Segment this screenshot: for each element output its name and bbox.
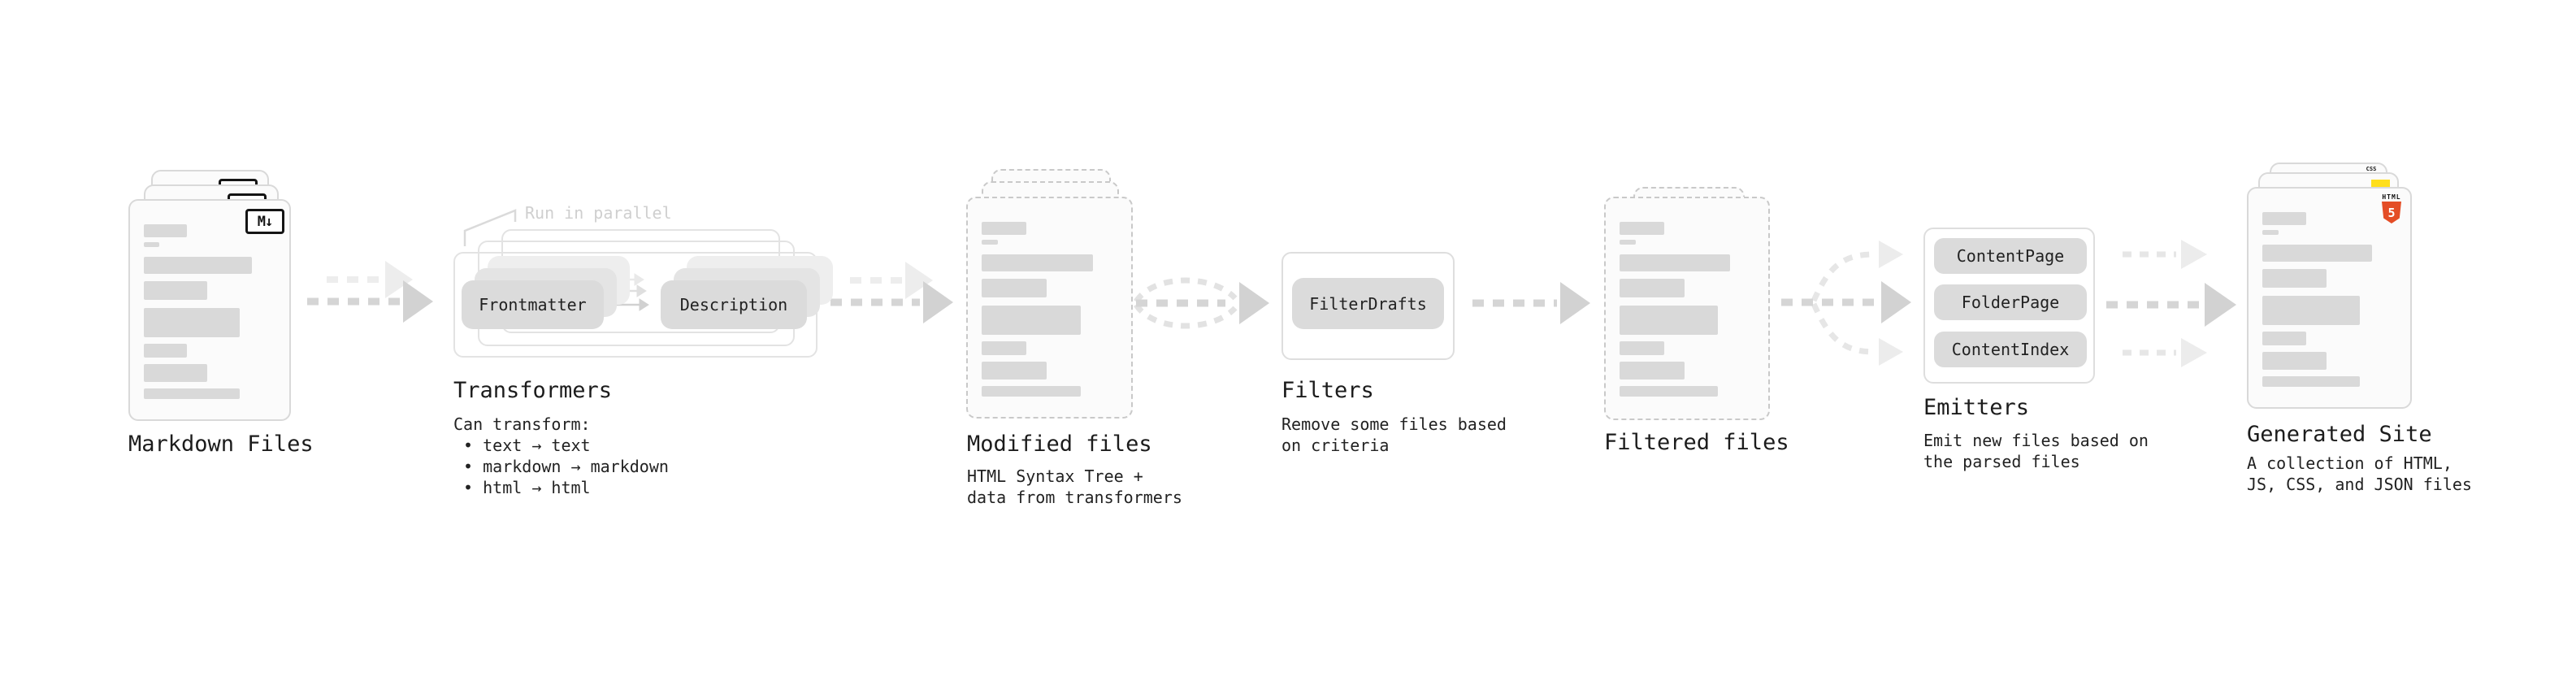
contentpage-pill: ContentPage (1934, 238, 2087, 274)
skeleton-bar (144, 344, 188, 358)
filterdrafts-pill: FilterDrafts (1292, 278, 1444, 329)
skeleton-bar (144, 242, 160, 247)
skeleton-bar (2262, 376, 2361, 387)
arrow-modified-to-filters (1134, 277, 1269, 329)
frontmatter-pill: Frontmatter (462, 280, 604, 329)
skeleton-bar (982, 386, 1081, 397)
skeleton-bar (982, 240, 999, 245)
html5-icon-label: HTML (2382, 193, 2401, 201)
html5-icon-numeral: 5 (2387, 205, 2396, 220)
filtered-doc-front (1604, 197, 1770, 420)
description-pill: Description (661, 280, 807, 329)
css-icon-label: CSS (2366, 166, 2377, 172)
stage-sub-emitters: Emit new files based on the parsed files (1923, 431, 2149, 471)
markdown-icon: M↓ (245, 209, 284, 234)
stage-label-transformers: Transformers (453, 378, 613, 403)
skeleton-bar (1620, 240, 1636, 245)
arrow-transformers-to-modified (830, 262, 953, 323)
skeleton-bar (144, 364, 207, 382)
skeleton-bar (1620, 306, 1719, 335)
skeleton-bar (1620, 222, 1664, 235)
stage-label-generated-site: Generated Site (2247, 422, 2432, 447)
skeleton-bar (144, 281, 207, 300)
stage-label-markdown-files: Markdown Files (128, 432, 314, 457)
skeleton-bar (2262, 212, 2307, 225)
skeleton-bar (982, 362, 1047, 380)
skeleton-bar (144, 224, 188, 237)
arrow-filters-to-filtered (1472, 282, 1590, 324)
stage-label-modified-files: Modified files (967, 432, 1152, 457)
folderpage-pill: FolderPage (1934, 284, 2087, 320)
skeleton-bar (144, 308, 241, 337)
site-doc-html: HTML 5 (2247, 187, 2412, 409)
stage-sub-modified-files: HTML Syntax Tree + data from transformer… (967, 466, 1182, 507)
document-skeleton (144, 224, 275, 399)
stage-sub-transformers: Can transform: • text → text • markdown … (453, 414, 669, 497)
markdown-doc-front: M↓ (128, 199, 291, 421)
skeleton-bar (1620, 279, 1685, 297)
html5-icon: HTML 5 (2381, 193, 2402, 223)
skeleton-bar (2262, 245, 2373, 262)
skeleton-bar (982, 279, 1047, 297)
arrow-markdown-to-transformers (307, 261, 433, 323)
skeleton-bar (2262, 352, 2327, 370)
skeleton-bar (1620, 341, 1664, 355)
modified-doc-front (966, 197, 1133, 419)
stage-sub-generated-site: A collection of HTML, JS, CSS, and JSON … (2247, 453, 2472, 494)
skeleton-bar (982, 254, 1093, 271)
skeleton-bar (982, 306, 1081, 335)
skeleton-bar (144, 257, 252, 274)
arrow-emitters-to-site (2106, 240, 2236, 367)
skeleton-bar (2262, 296, 2361, 325)
skeleton-bar (982, 341, 1027, 355)
contentindex-pill: ContentIndex (1934, 332, 2087, 367)
stage-label-filters: Filters (1281, 378, 1374, 403)
skeleton-bar (2262, 230, 2279, 235)
document-skeleton (2262, 212, 2396, 387)
run-in-parallel-annotation: Run in parallel (525, 203, 672, 223)
skeleton-bar (1620, 386, 1719, 397)
document-skeleton (1620, 222, 1754, 397)
skeleton-bar (144, 388, 241, 399)
skeleton-bar (982, 222, 1027, 235)
stage-label-filtered-files: Filtered files (1604, 430, 1789, 455)
skeleton-bar (2262, 269, 2327, 288)
skeleton-bar (2262, 332, 2307, 345)
stage-sub-filters: Remove some files based on criteria (1281, 414, 1507, 455)
document-skeleton (982, 222, 1117, 397)
skeleton-bar (1620, 254, 1731, 271)
js-icon (2371, 180, 2390, 188)
arrow-filtered-to-emitters (1781, 241, 1911, 366)
stage-label-emitters: Emitters (1923, 395, 2030, 420)
skeleton-bar (1620, 362, 1685, 380)
